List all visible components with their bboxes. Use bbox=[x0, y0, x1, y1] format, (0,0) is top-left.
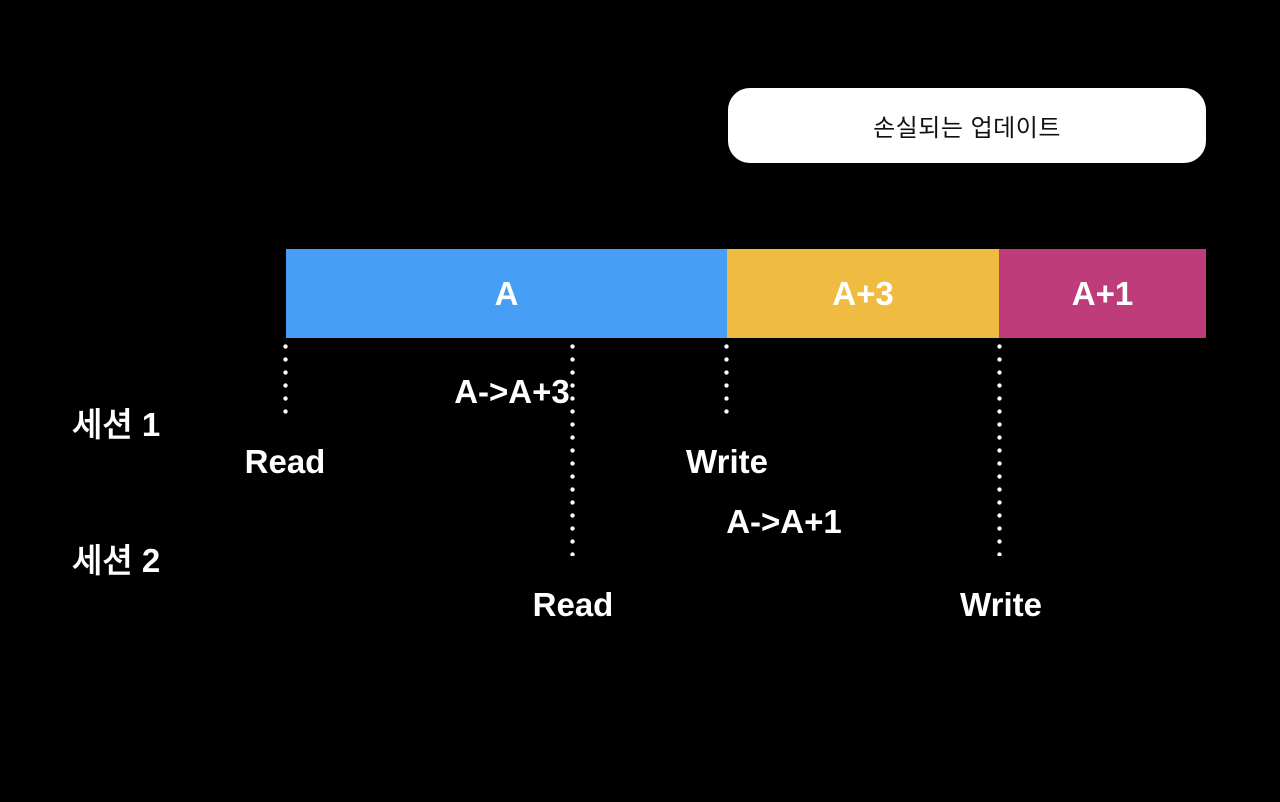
bar-segment-a-plus-3-label: A+3 bbox=[832, 274, 894, 312]
dotted-line-session2-write bbox=[997, 344, 1002, 556]
session1-read-label: Read bbox=[244, 443, 326, 480]
session1-label: 세션 1 bbox=[72, 406, 161, 443]
bar-segment-a-label: A bbox=[494, 274, 519, 312]
title-label: 손실되는 업데이트 bbox=[873, 115, 1061, 142]
bar-segment-a: A bbox=[286, 249, 727, 338]
session2-read-label: Read bbox=[532, 586, 614, 623]
bar-segment-a-plus-1-label: A+1 bbox=[1071, 274, 1134, 312]
session2-write-label: Write bbox=[960, 586, 1042, 623]
session1-operation-label: A->A+3 bbox=[454, 373, 570, 410]
value-timeline-bar: A A+3 A+1 bbox=[286, 249, 1206, 338]
session2-label: 세션 2 bbox=[72, 542, 161, 579]
bar-segment-a-plus-1: A+1 bbox=[999, 249, 1206, 338]
dotted-line-session2-read bbox=[570, 344, 575, 556]
bar-segment-a-plus-3: A+3 bbox=[727, 249, 999, 338]
dotted-line-session1-read bbox=[283, 344, 288, 422]
title-callout: 손실되는 업데이트 bbox=[728, 88, 1206, 163]
session2-operation-label: A->A+1 bbox=[726, 503, 842, 540]
dotted-line-session1-write bbox=[724, 344, 729, 422]
session1-write-label: Write bbox=[686, 443, 768, 480]
